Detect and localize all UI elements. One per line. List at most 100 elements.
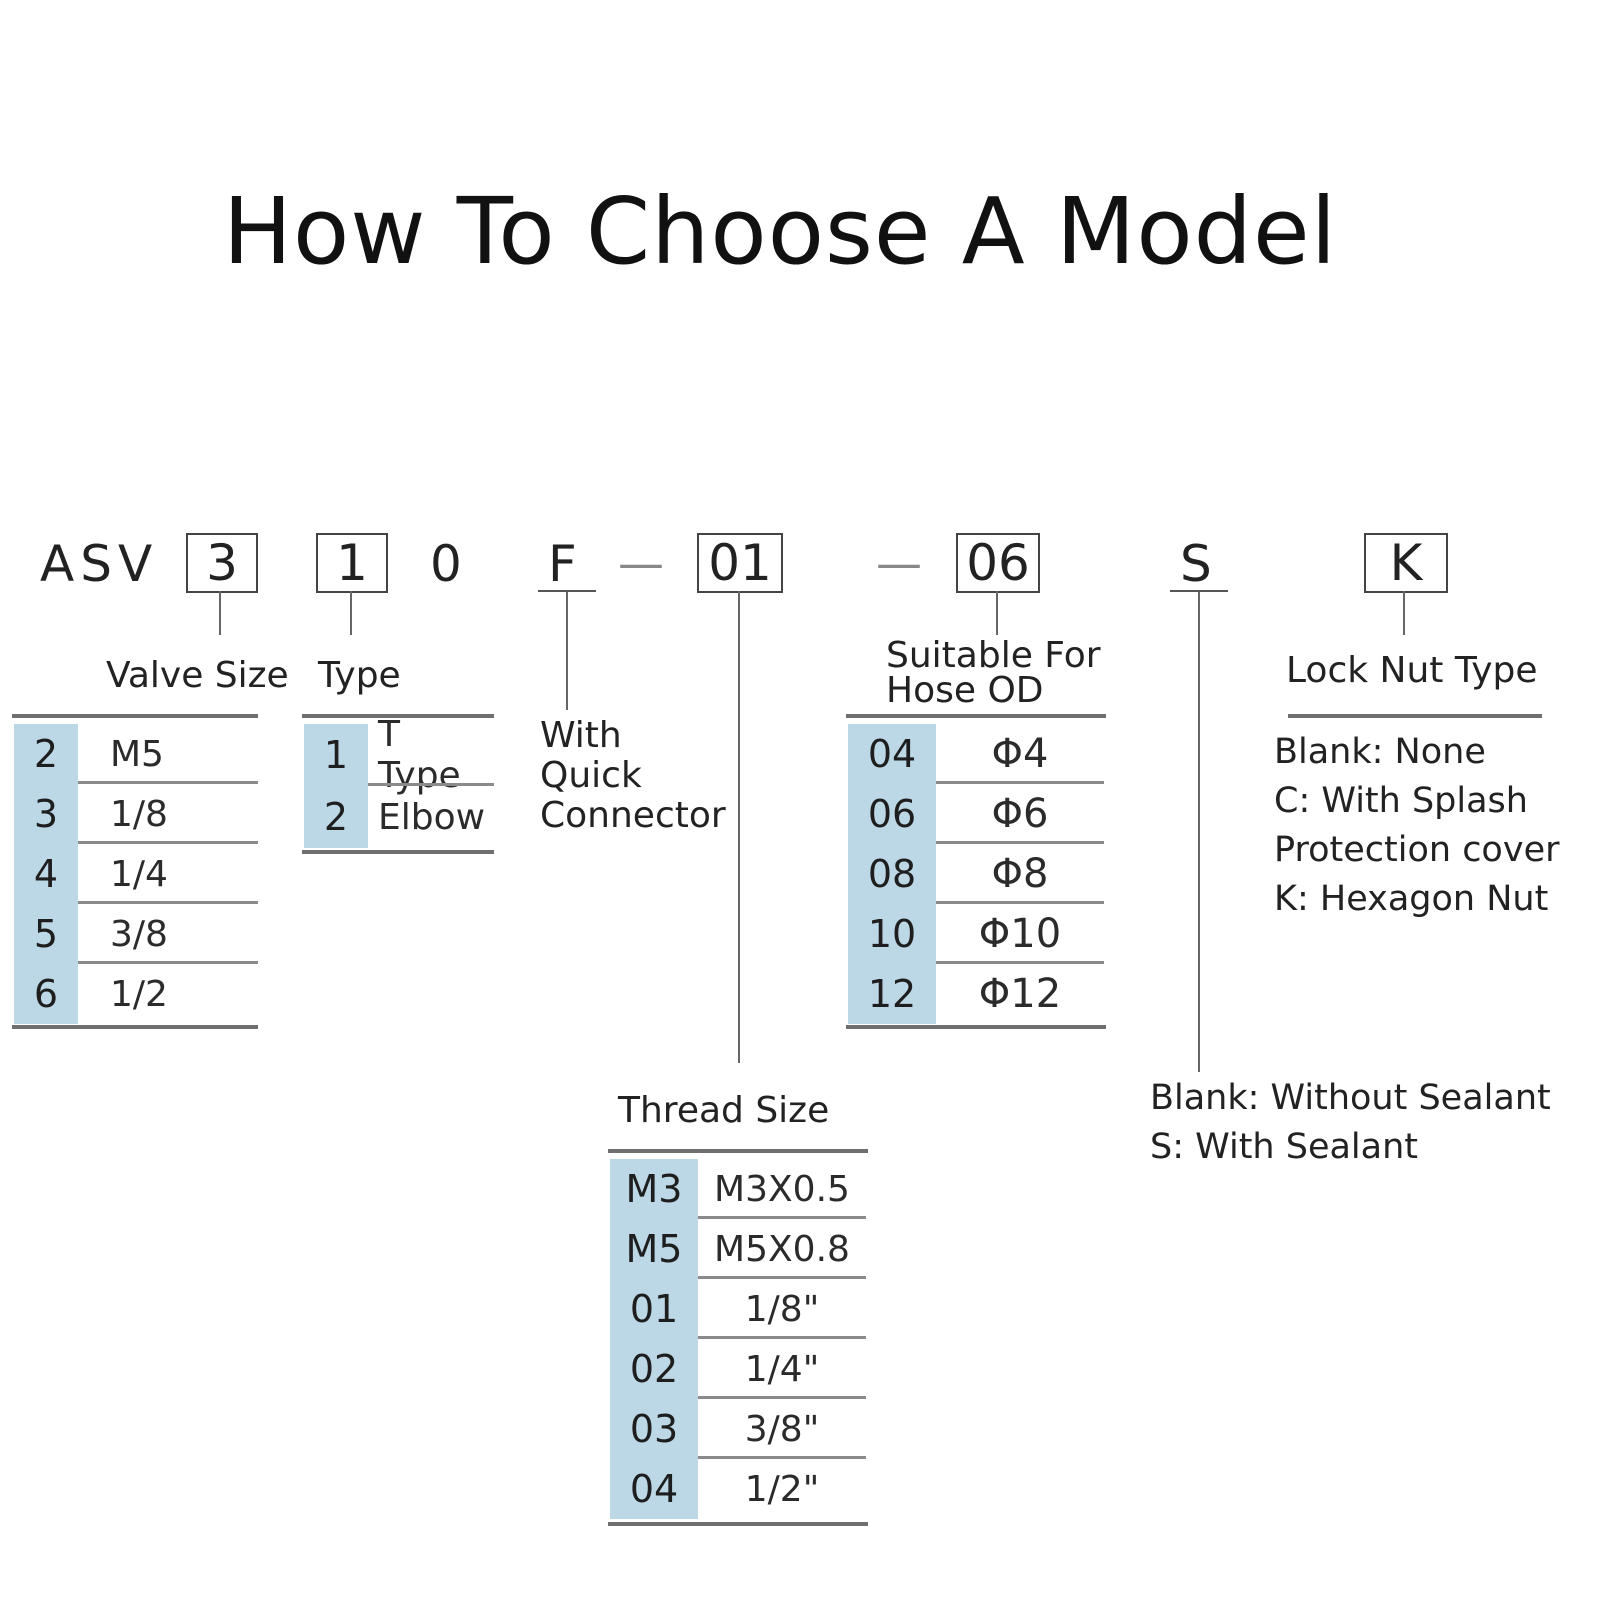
type-label: Type <box>318 655 401 696</box>
quick-connector-line: Connector <box>540 795 726 836</box>
hose-od-label-line: Suitable For <box>886 635 1101 676</box>
lock-nut-rule <box>1288 714 1542 718</box>
table-row: M5 M5X0.8 <box>610 1219 866 1279</box>
hose-od-value: Φ6 <box>991 791 1049 837</box>
thread-size-value: 3/8" <box>744 1408 820 1450</box>
thread-size-key: 01 <box>610 1279 698 1339</box>
row-divider <box>698 1396 866 1399</box>
table-row: 2 M5 <box>14 724 258 784</box>
thread-size-key: 04 <box>610 1459 698 1519</box>
table-row: 10 Φ10 <box>848 904 1104 964</box>
leader-type <box>350 591 352 635</box>
table-row: 12 Φ12 <box>848 964 1104 1024</box>
hose-od-label: Suitable For Hose OD <box>886 635 1101 711</box>
row-divider <box>698 1336 866 1339</box>
table-row: 06 Φ6 <box>848 784 1104 844</box>
code-s: S <box>1180 535 1212 593</box>
lock-nut-line: Blank: None <box>1274 732 1486 772</box>
sealant-notes: Blank: Without Sealant S: With Sealant <box>1150 1074 1551 1172</box>
table-row: 4 1/4 <box>14 844 258 904</box>
table-row: 04 1/2" <box>610 1459 866 1519</box>
valve-size-label: Valve Size <box>106 655 289 696</box>
hose-od-key: 10 <box>848 904 936 964</box>
thread-size-value: 1/4" <box>744 1348 820 1390</box>
valve-size-key: 6 <box>14 964 78 1024</box>
hose-od-value: Φ12 <box>978 971 1062 1017</box>
thread-size-value: 1/2" <box>744 1468 820 1510</box>
code-k-box: K <box>1364 533 1448 593</box>
page-title: How To Choose A Model <box>222 178 1338 285</box>
lock-nut-label: Lock Nut Type <box>1286 650 1538 691</box>
hose-od-label-line: Hose OD <box>886 670 1044 711</box>
type-bottom-rule <box>302 850 494 854</box>
row-divider <box>368 783 494 786</box>
row-divider <box>936 781 1104 784</box>
hose-od-key: 08 <box>848 844 936 904</box>
valve-size-value: M5 <box>110 733 164 775</box>
leader-thread <box>738 591 740 1063</box>
row-divider <box>936 841 1104 844</box>
lock-nut-notes: Blank: None C: With Splash Protection co… <box>1274 728 1560 924</box>
table-row: 08 Φ8 <box>848 844 1104 904</box>
hose-od-key: 04 <box>848 724 936 784</box>
sealant-line: S: With Sealant <box>1150 1127 1419 1167</box>
code-dash-1: — <box>618 536 664 590</box>
thread-size-table: M3 M3X0.5 M5 M5X0.8 01 1/8" 02 1/4" 03 3… <box>610 1159 866 1519</box>
sealant-line: Blank: Without Sealant <box>1150 1078 1551 1118</box>
leader-f <box>566 592 568 710</box>
thread-size-key: M5 <box>610 1219 698 1279</box>
thread-size-label: Thread Size <box>618 1090 830 1131</box>
hose-od-top-rule <box>846 714 1106 718</box>
valve-size-value: 3/8 <box>110 913 168 955</box>
row-divider <box>78 961 258 964</box>
leader-s <box>1198 592 1200 1072</box>
hose-od-key: 06 <box>848 784 936 844</box>
code-s-underline <box>1170 590 1228 592</box>
type-table: 1 T Type 2 Elbow <box>304 714 494 848</box>
code-f: F <box>548 535 577 593</box>
table-row: 5 3/8 <box>14 904 258 964</box>
code-dash-2: — <box>876 536 922 590</box>
row-divider <box>78 901 258 904</box>
code-zero: 0 <box>430 535 462 593</box>
quick-connector-line: Quick <box>540 755 642 796</box>
thread-size-value: M5X0.8 <box>714 1228 850 1270</box>
type-value: Elbow <box>378 796 486 838</box>
code-thread-box: 01 <box>697 533 783 593</box>
thread-size-value: 1/8" <box>744 1288 820 1330</box>
hose-od-value: Φ10 <box>978 911 1062 957</box>
row-divider <box>698 1276 866 1279</box>
type-top-rule <box>302 714 494 718</box>
thread-size-value: M3X0.5 <box>714 1168 850 1210</box>
valve-size-value: 1/2 <box>110 973 168 1015</box>
thread-size-key: 02 <box>610 1339 698 1399</box>
table-row: 03 3/8" <box>610 1399 866 1459</box>
table-row: 2 Elbow <box>304 786 494 848</box>
valve-size-top-rule <box>12 714 258 718</box>
row-divider <box>78 781 258 784</box>
lock-nut-line: Protection cover <box>1274 830 1560 870</box>
valve-size-bottom-rule <box>12 1025 258 1029</box>
thread-size-bottom-rule <box>608 1522 868 1526</box>
table-row: 01 1/8" <box>610 1279 866 1339</box>
valve-size-key: 2 <box>14 724 78 784</box>
code-f-underline <box>538 590 596 592</box>
table-row: 02 1/4" <box>610 1339 866 1399</box>
lock-nut-line: C: With Splash <box>1274 781 1528 821</box>
leader-size <box>219 591 221 635</box>
hose-od-key: 12 <box>848 964 936 1024</box>
type-key: 2 <box>304 786 368 848</box>
quick-connector-text: With Quick Connector <box>540 716 726 836</box>
leader-k <box>1403 591 1405 635</box>
valve-size-value: 1/4 <box>110 853 168 895</box>
valve-size-key: 4 <box>14 844 78 904</box>
table-row: 6 1/2 <box>14 964 258 1024</box>
table-row: 3 1/8 <box>14 784 258 844</box>
table-row: 04 Φ4 <box>848 724 1104 784</box>
hose-od-value: Φ4 <box>991 731 1049 777</box>
leader-hose <box>996 591 998 635</box>
code-hose-box: 06 <box>956 533 1040 593</box>
type-value: T Type <box>378 714 461 796</box>
hose-od-table: 04 Φ4 06 Φ6 08 Φ8 10 Φ10 12 Φ12 <box>848 724 1104 1024</box>
thread-size-top-rule <box>608 1149 868 1153</box>
